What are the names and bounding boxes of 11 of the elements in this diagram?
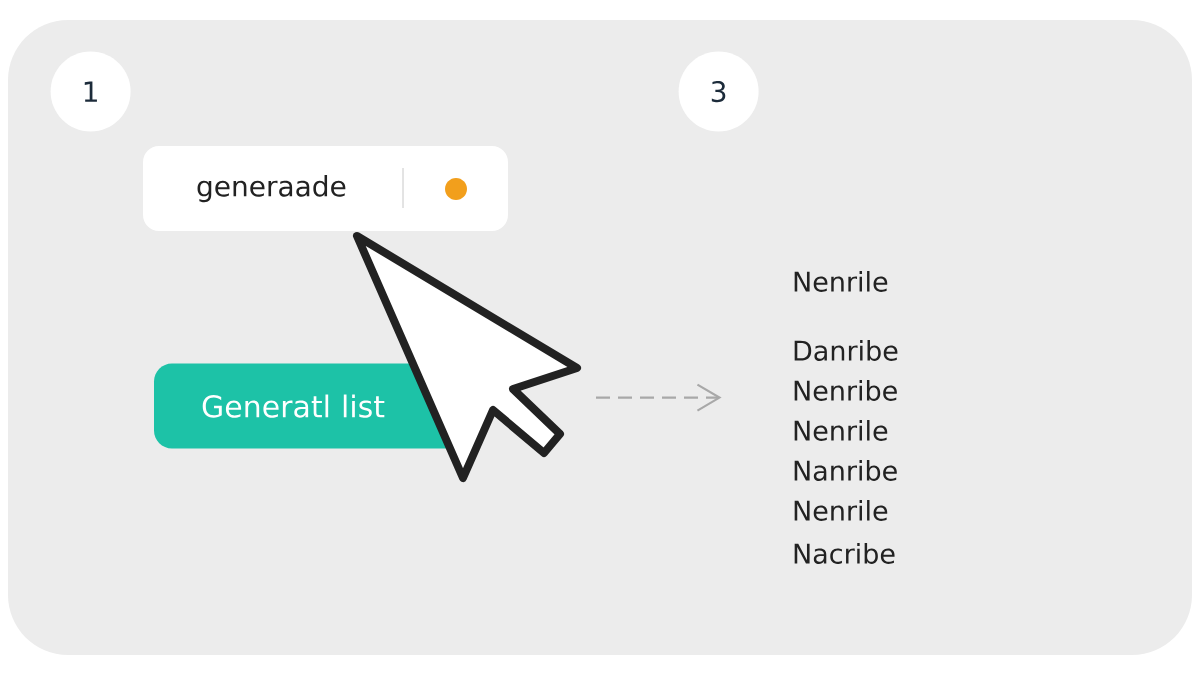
number-badge: 3 [678, 51, 759, 132]
list-item: Nacribe [794, 543, 895, 564]
list-item: Danribe [794, 340, 898, 361]
list-item: Nanribe [794, 460, 897, 481]
dashed-arrow [596, 383, 722, 412]
text-input-field: generaade [143, 146, 508, 232]
list-item: Nenrile [794, 420, 888, 441]
list-item: Nenrile [794, 500, 888, 521]
list-item: Nenribe [794, 380, 897, 401]
number-badge: 1 [50, 51, 131, 132]
list-item: Nenrile [794, 271, 888, 292]
